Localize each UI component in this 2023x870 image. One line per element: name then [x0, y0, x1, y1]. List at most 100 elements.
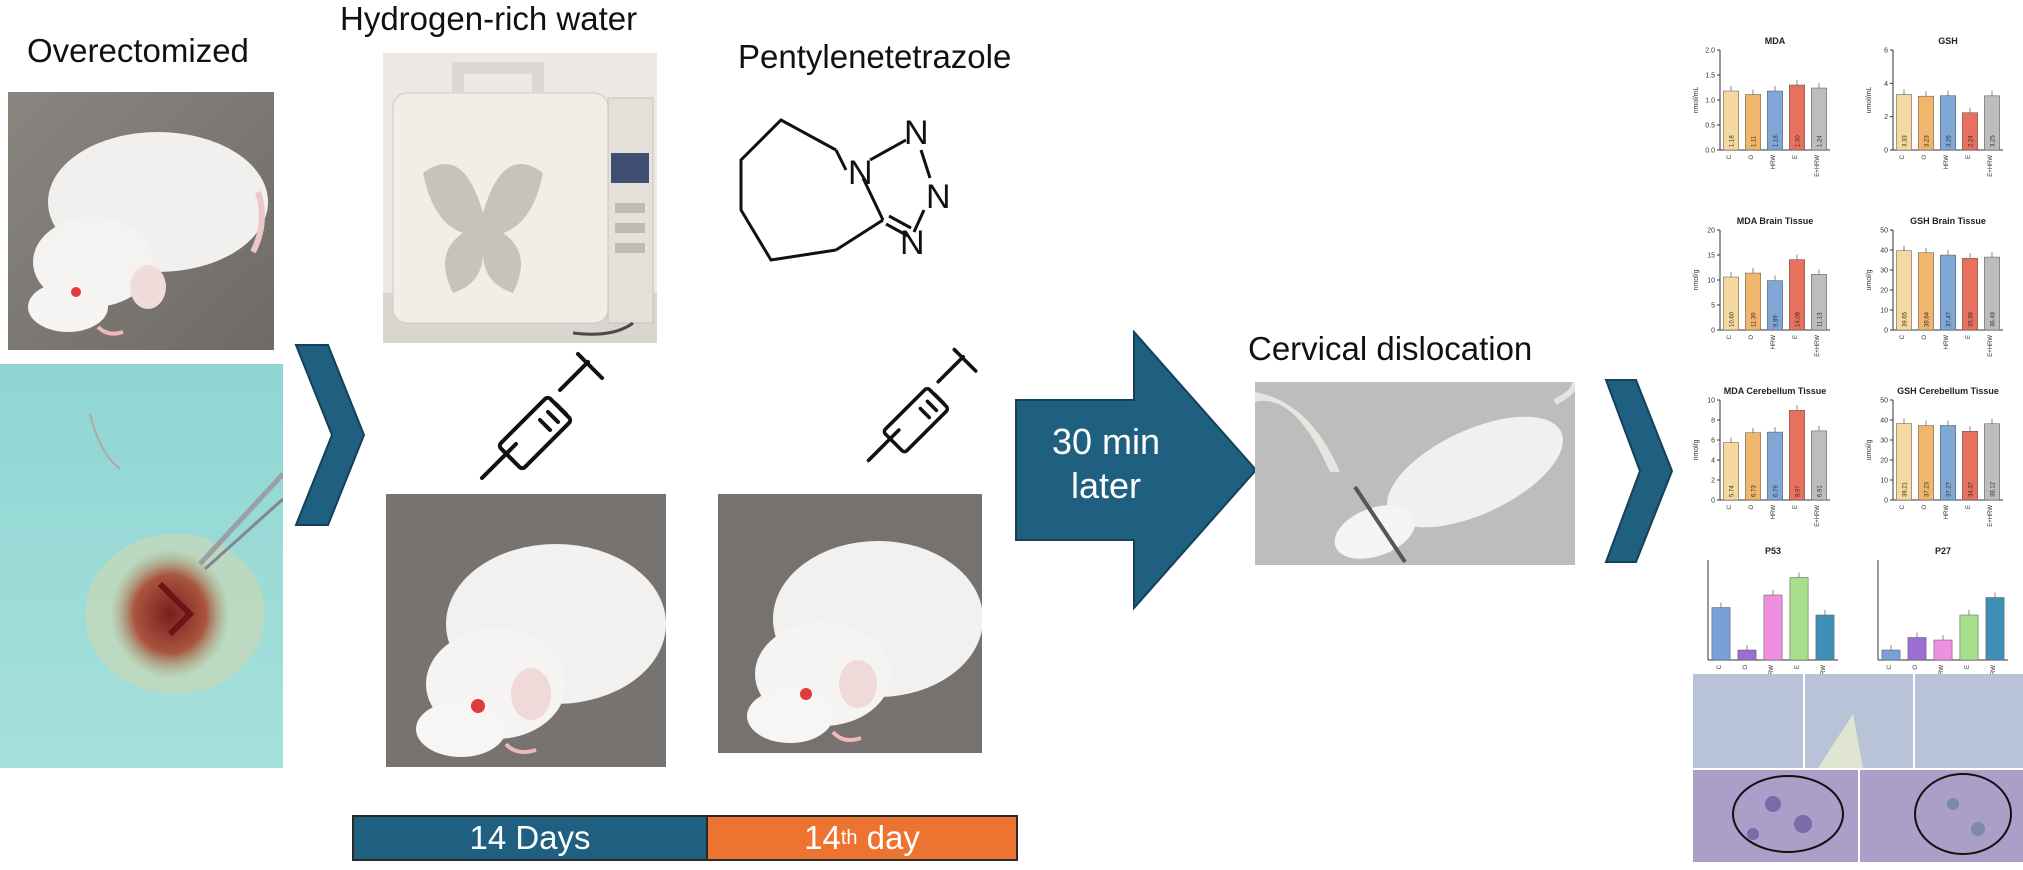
category-label: HRW [1944, 335, 1950, 350]
y-tick-label: 1.5 [1705, 73, 1715, 80]
y-tick-label: 0 [1711, 498, 1715, 505]
category-label: HRW [1944, 505, 1950, 520]
category-label: E [1966, 155, 1972, 159]
bar-value-label: 39.65 [1903, 311, 1909, 327]
bar [1933, 639, 1953, 661]
label-hrw: Hydrogen-rich water [340, 0, 638, 37]
bar-value-label: 36.48 [1991, 311, 1997, 327]
atom-n1: N [848, 154, 873, 192]
y-tick-label: 4 [1711, 458, 1715, 465]
y-tick-label: 0 [1884, 148, 1888, 155]
category-label: E+HRW [1988, 155, 1994, 177]
bar [1881, 649, 1901, 661]
y-tick-label: 6 [1711, 438, 1715, 445]
y-tick-label: 0 [1884, 498, 1888, 505]
y-tick-label: 40 [1880, 248, 1888, 255]
bar-value-label: 8.97 [1796, 485, 1802, 497]
chart-title: MDA [1765, 36, 1786, 46]
atom-n3: N [926, 178, 951, 216]
y-tick-label: 0.0 [1705, 148, 1715, 155]
label-ptz: Pentylenetetrazole [738, 38, 1012, 75]
category-label: O [1743, 665, 1749, 670]
rat-photo-ovx [8, 92, 274, 350]
y-tick-label: 1.0 [1705, 98, 1715, 105]
atom-n2: N [904, 114, 929, 152]
rat-photo-hrw [386, 494, 666, 767]
bar-value-label: 6.73 [1752, 485, 1758, 497]
bar-value-label: 1.18 [1730, 135, 1736, 147]
rat-photo-ptz [718, 494, 982, 753]
category-label: HRW [1771, 505, 1777, 520]
bar-value-label: 9.89 [1774, 315, 1780, 327]
y-tick-label: 0 [1884, 328, 1888, 335]
chart-title: GSH Cerebellum Tissue [1897, 386, 1999, 396]
category-label: HRW [1944, 155, 1950, 170]
bar-value-label: 37.47 [1947, 311, 1953, 327]
bar-value-label: 38.21 [1903, 481, 1909, 497]
y-tick-label: 0.5 [1705, 123, 1715, 130]
category-label: C [1900, 504, 1906, 509]
bar-value-label: 11.13 [1818, 312, 1824, 327]
chart-title: MDA Cerebellum Tissue [1724, 386, 1827, 396]
chart-6: P53COHRWEE+HRW [1707, 546, 1838, 685]
category-label: E [1793, 505, 1799, 509]
bar-value-label: 1.18 [1774, 135, 1780, 147]
y-tick-label: 10 [1707, 278, 1715, 285]
y-tick-label: 10 [1880, 478, 1888, 485]
category-label: E+HRW [1815, 505, 1821, 527]
bar [1985, 597, 2005, 661]
bar-value-label: 3.26 [1947, 135, 1953, 147]
y-tick-label: 2.0 [1705, 48, 1715, 55]
y-tick-label: 15 [1707, 253, 1715, 260]
label-ovx: Overectomized [27, 32, 249, 69]
category-label: HRW [1771, 155, 1777, 170]
bar-value-label: 3.25 [1991, 135, 1997, 147]
y-tick-label: 0 [1711, 328, 1715, 335]
category-label: C [1727, 334, 1733, 339]
bar [1737, 649, 1757, 661]
chart-title: MDA Brain Tissue [1737, 216, 1814, 226]
y-axis-label: nmol/g [1693, 439, 1700, 460]
bar [1959, 614, 1979, 661]
cervical-dislocation-photo [1255, 382, 1575, 565]
category-label: E [1793, 155, 1799, 159]
big-arrow-30-min [1015, 330, 1258, 610]
pentylenetetrazole-structure: N N N N [739, 114, 951, 262]
category-label: E [1966, 335, 1972, 339]
bar-value-label: 10.60 [1730, 311, 1736, 327]
chart-3: GSH Brain Tissue01020304050umol/g39.65C3… [1866, 216, 2003, 357]
y-tick-label: 10 [1880, 308, 1888, 315]
bar-value-label: 2.24 [1969, 135, 1975, 147]
bar [1815, 614, 1835, 661]
chart-title: GSH Brain Tissue [1910, 216, 1986, 226]
bar-value-label: 37.23 [1925, 481, 1931, 497]
category-label: C [1900, 154, 1906, 159]
bar-value-label: 38.12 [1991, 481, 1997, 497]
category-label: E [1965, 665, 1971, 669]
bar-value-label: 3.33 [1903, 135, 1909, 147]
y-tick-label: 50 [1880, 398, 1888, 405]
chart-4: MDA Cerebellum Tissue0246810nmol/g5.74C6… [1693, 386, 1830, 527]
category-label: O [1913, 665, 1919, 670]
y-tick-label: 30 [1880, 438, 1888, 445]
category-label: E+HRW [1988, 335, 1994, 357]
y-tick-label: 4 [1884, 81, 1888, 88]
chevron-arrow-1 [294, 344, 366, 526]
category-label: E+HRW [1988, 505, 1994, 527]
y-axis-label: umol/mL [1866, 86, 1873, 113]
atom-n4: N [900, 224, 925, 262]
bar-value-label: 3.23 [1925, 135, 1931, 147]
y-tick-label: 10 [1707, 398, 1715, 405]
category-label: O [1749, 505, 1755, 510]
big-arrow-text: 30 min later [1051, 421, 1161, 506]
category-label: HRW [1939, 665, 1945, 680]
category-label: O [1922, 155, 1928, 160]
category-label: HRW [1769, 665, 1775, 680]
bar-value-label: 38.64 [1925, 311, 1931, 327]
chart-1: GSH0246umol/mL3.33C3.23O3.26HRW2.24E3.25… [1866, 36, 2003, 177]
bar [1789, 577, 1809, 661]
bar [1763, 594, 1783, 661]
y-tick-label: 6 [1884, 48, 1888, 55]
